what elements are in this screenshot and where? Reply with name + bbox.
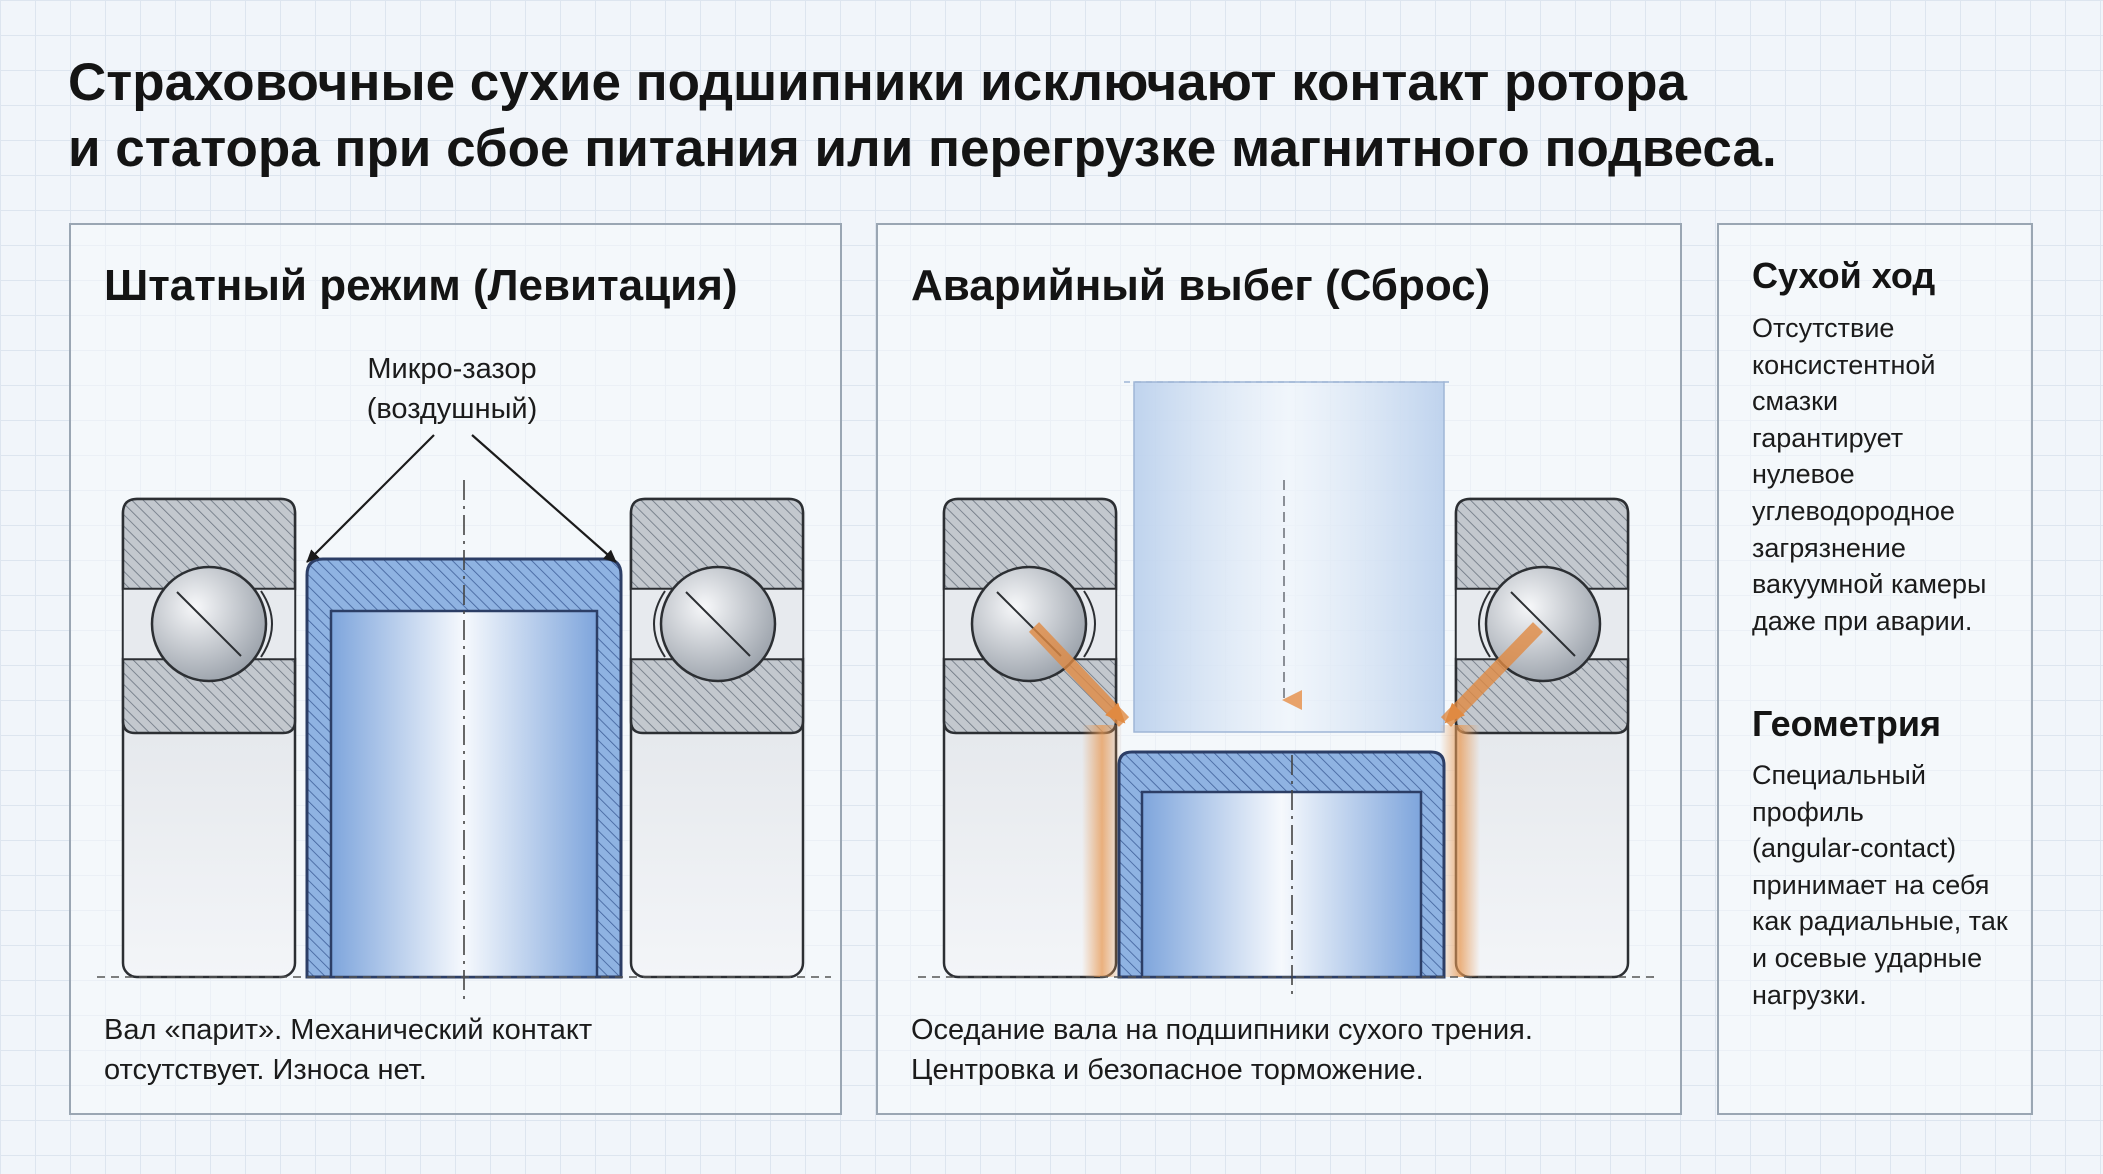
dry-run-line-3: смазки — [1752, 386, 1839, 417]
micro-gap-label-line-1: Микро-зазор — [367, 353, 537, 385]
ghost-shaft — [1124, 381, 1454, 733]
title-line-2: и статора при сбое питания или перегрузк… — [68, 119, 1777, 178]
panel-emergency-mode: Аварийный выбег (Сброс) — [876, 223, 1682, 1115]
geometry-line-2: профиль — [1752, 796, 1864, 827]
panel-normal-title: Штатный режим (Левитация) — [104, 261, 738, 310]
contact-arrow-right — [1440, 622, 1544, 727]
geometry-text: Специальный профиль (angular-contact) прини… — [1752, 757, 2042, 1013]
panel-normal-caption-line-2: отсутствует. Износа нет. — [104, 1054, 427, 1086]
gap-arrow-left — [306, 434, 435, 563]
title-line-1: Страховочные сухие подшипники исключают … — [68, 53, 1687, 112]
dry-run-line-6: углеводородное — [1752, 495, 1955, 526]
dry-run-heading: Сухой ход — [1752, 255, 1936, 296]
geometry-line-5: как радиальные, так — [1752, 906, 2008, 937]
geometry-line-6: и осевые ударные — [1752, 942, 1983, 973]
geometry-heading: Геометрия — [1752, 703, 1942, 744]
panel-emergency-caption-line-2: Центровка и безопасное торможение. — [911, 1054, 1424, 1086]
dry-run-line-2: консистентной — [1752, 349, 1936, 380]
dropped-shaft — [1117, 750, 1446, 979]
geometry-line-1: Специальный — [1752, 760, 1926, 790]
panel-emergency-caption: Оседание вала на подшипники сухого трени… — [911, 1010, 1651, 1090]
panel-emergency-caption-line-1: Оседание вала на подшипники сухого трени… — [911, 1014, 1533, 1046]
right-bearing — [629, 497, 805, 979]
geometry-line-3: (angular-contact) — [1752, 833, 1957, 864]
panel-normal-caption-line-1: Вал «парит». Механический контакт — [104, 1014, 593, 1046]
geometry-line-7: нагрузки. — [1752, 979, 1867, 1010]
gap-arrow-right — [471, 434, 617, 563]
page-title: Страховочные сухие подшипники исключают … — [68, 50, 2028, 182]
micro-gap-label-line-2: (воздушный) — [366, 393, 538, 425]
dry-run-line-7: загрязнение — [1752, 532, 1906, 563]
levitating-shaft — [305, 557, 623, 979]
micro-gap-label: Микро-зазор (воздушный) — [327, 349, 577, 429]
dry-run-line-4: гарантирует — [1752, 422, 1904, 453]
dry-run-line-1: Отсутствие — [1752, 313, 1895, 343]
dry-run-line-8: вакуумной камеры — [1752, 569, 1987, 600]
contact-glow-right — [1440, 725, 1480, 977]
emergency-mode-diagram — [918, 381, 1658, 1000]
normal-mode-diagram — [97, 434, 831, 1000]
right-bearing — [1454, 497, 1630, 979]
contact-glow-left — [1082, 725, 1122, 977]
panel-normal-caption: Вал «парит». Механический контакт отсутс… — [104, 1010, 844, 1090]
dry-run-line-9: даже при аварии. — [1752, 605, 1973, 636]
panel-emergency-title: Аварийный выбег (Сброс) — [911, 261, 1491, 310]
left-bearing — [121, 497, 297, 979]
dry-run-line-5: нулевое — [1752, 459, 1855, 490]
geometry-line-4: принимает на себя — [1752, 869, 1990, 900]
contact-arrow-left — [1028, 622, 1130, 727]
dry-run-text: Отсутствие консистентной смазки гарантирует… — [1752, 310, 2042, 639]
panel-notes: Сухой ход Отсутствие консистентной смазки г… — [1717, 223, 2033, 1115]
panel-normal-mode: Штатный режим (Левитация) Микро-зазор (в… — [69, 223, 842, 1115]
